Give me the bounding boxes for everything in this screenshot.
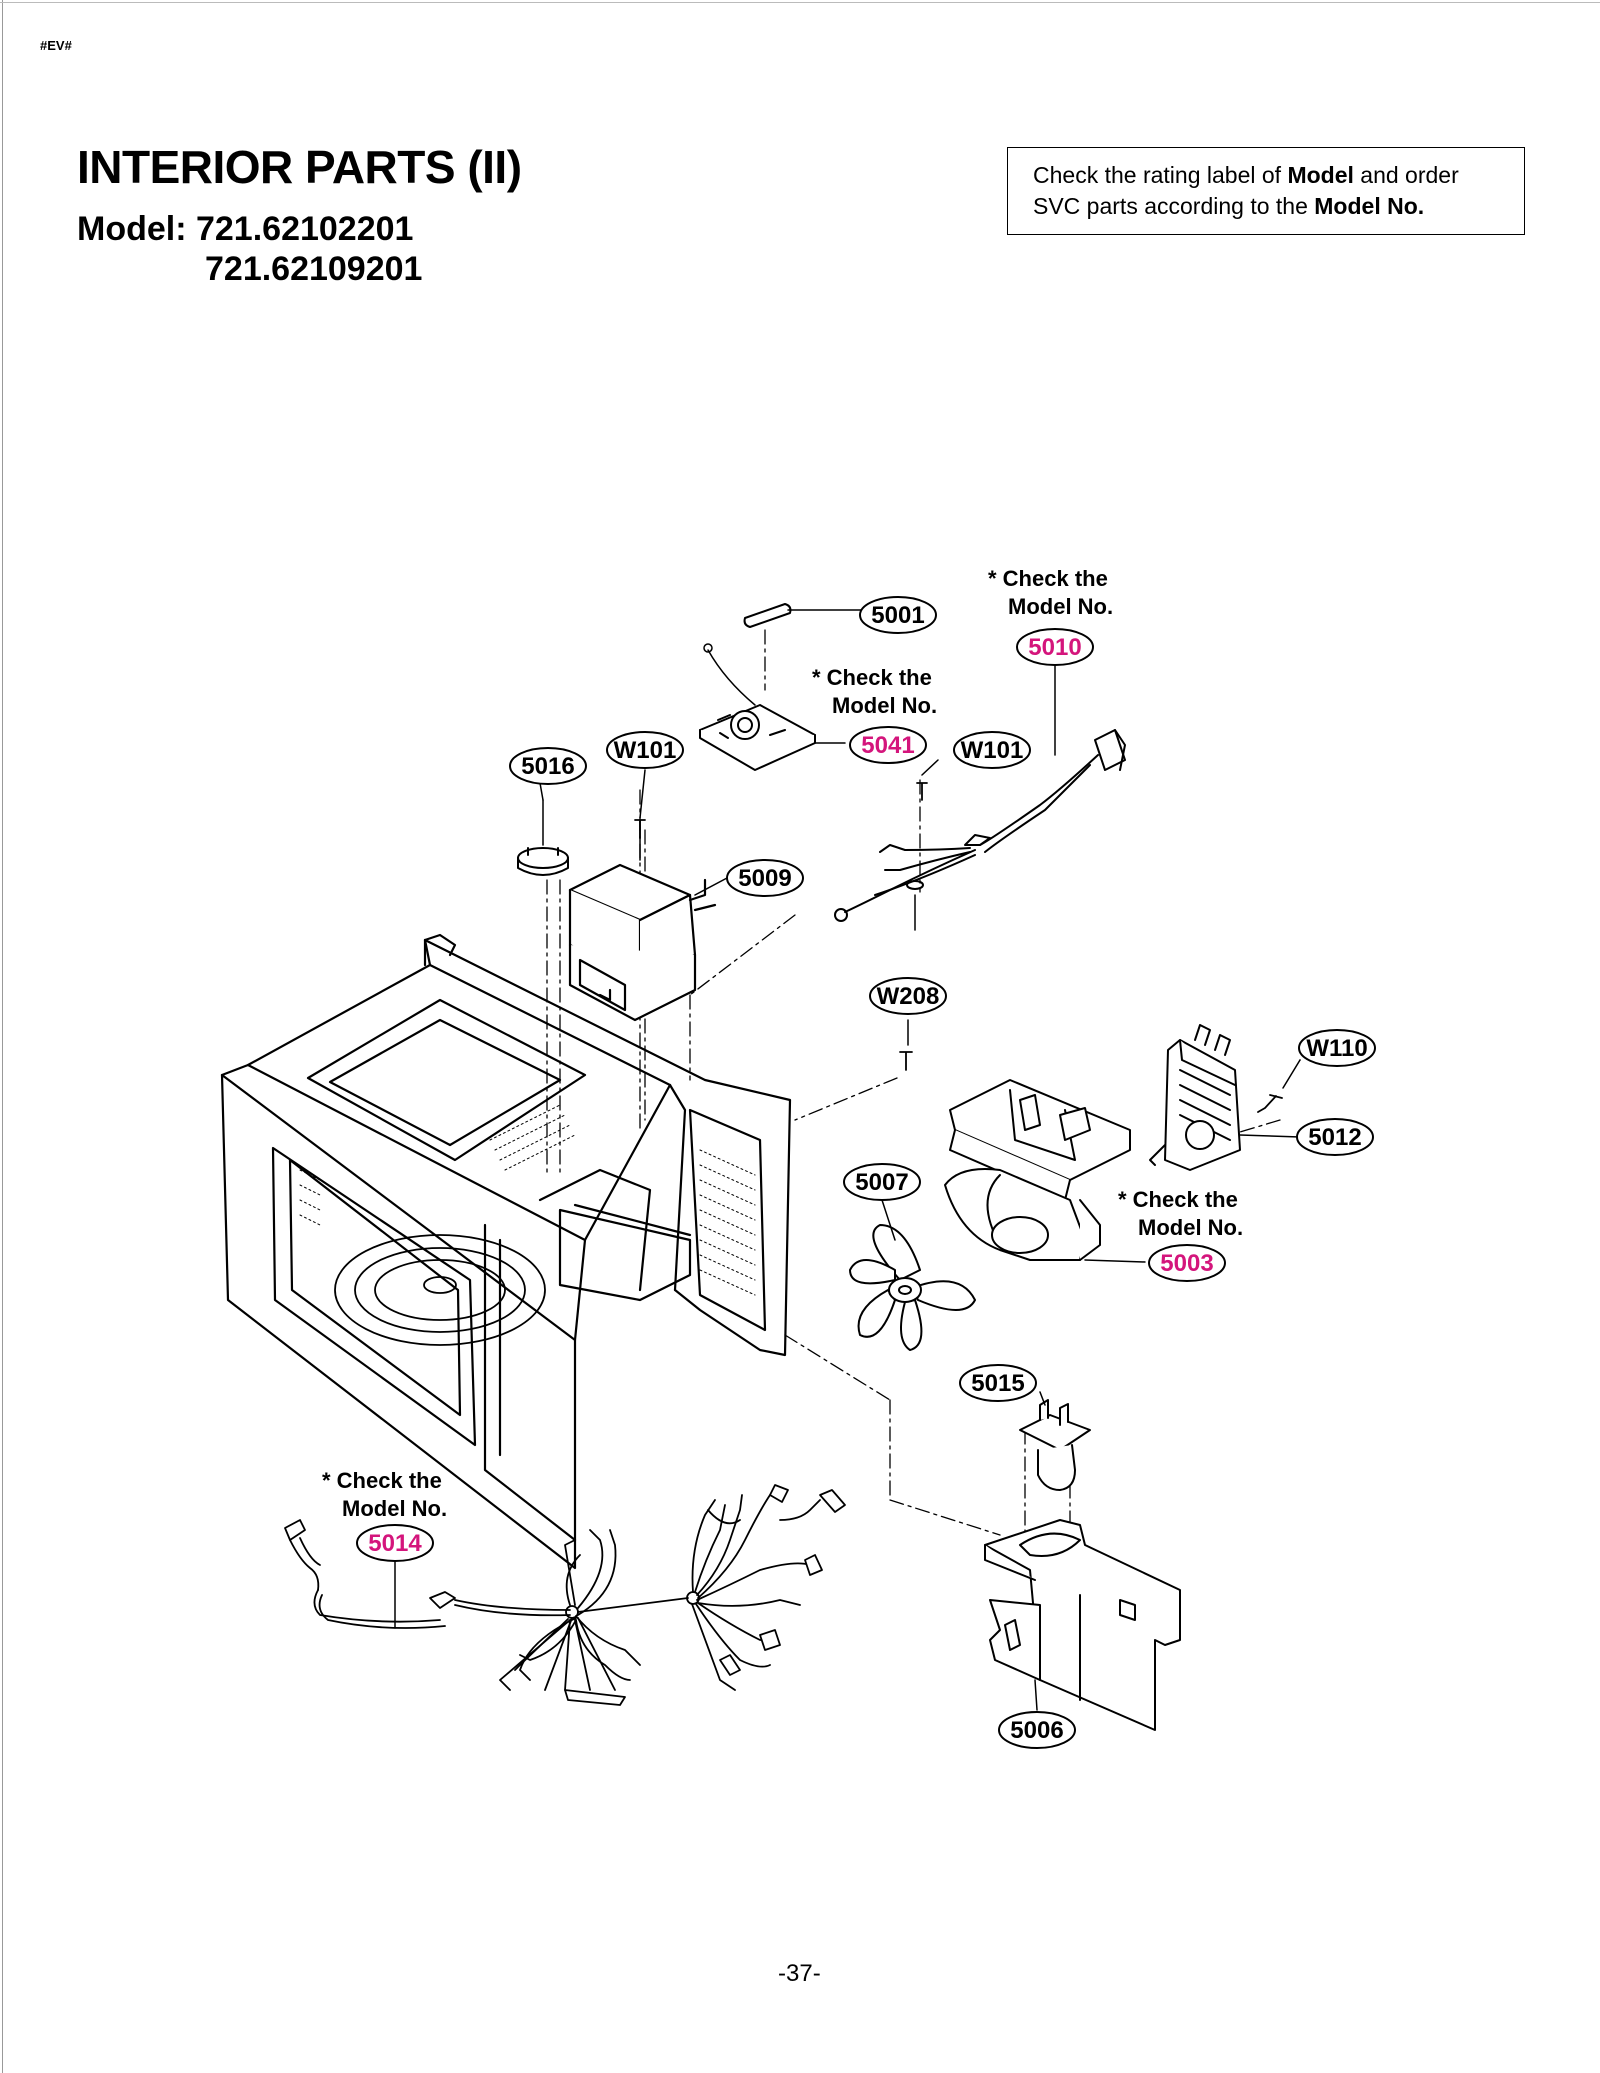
callout-labels: 5001 5010 5041 5016 W101 W101 5009 W208 … <box>368 602 1367 1744</box>
check-note-5014-line1: * Check the <box>322 1468 442 1493</box>
leader-lines <box>539 664 1301 1061</box>
check-note-5003-line2: Model No. <box>1138 1215 1243 1240</box>
note-bold-2: Model No. <box>1314 193 1425 219</box>
callout-5010: 5010 <box>1028 634 1081 661</box>
check-model-notes: * Check the Model No. * Check the Model … <box>322 566 1243 1521</box>
screw-w101-left <box>634 819 646 839</box>
callout-w101-right: W101 <box>961 737 1024 764</box>
callout-w110: W110 <box>1306 1035 1367 1062</box>
check-note-5010-line2: Model No. <box>1008 594 1113 619</box>
check-note-5003-line1: * Check the <box>1118 1187 1238 1212</box>
fan-duct-5003 <box>944 1079 1131 1261</box>
fuse-5001 <box>743 603 792 628</box>
callout-5007: 5007 <box>855 1169 908 1196</box>
lamp-bracket-5006 <box>984 1519 1181 1731</box>
callout-w101-left: W101 <box>614 737 677 764</box>
check-note-5041-line2: Model No. <box>832 693 937 718</box>
page-number: -37- <box>778 1960 821 1987</box>
check-note-5014-line2: Model No. <box>342 1496 447 1521</box>
callout-5001: 5001 <box>871 602 924 629</box>
callout-5041: 5041 <box>861 732 914 759</box>
model-number-1: Model: 721.62102201 <box>77 210 414 248</box>
page-border-top <box>0 2 1600 3</box>
wiring-harness-5014 <box>284 1484 846 1706</box>
callout-5012: 5012 <box>1308 1124 1361 1151</box>
screw-w101-right <box>916 782 928 801</box>
callout-5009: 5009 <box>738 865 791 892</box>
page-border-left <box>2 0 3 2073</box>
callout-5015: 5015 <box>971 1370 1024 1397</box>
vent-holes <box>299 1104 756 1296</box>
callout-5006: 5006 <box>1010 1717 1063 1744</box>
check-note-5041-line1: * Check the <box>812 665 932 690</box>
document-tag: #EV# <box>40 38 72 53</box>
page-title: INTERIOR PARTS (II) <box>77 141 522 193</box>
callout-ellipses <box>356 596 1376 1749</box>
callout-5016: 5016 <box>521 753 574 780</box>
note-text-2: and order <box>1353 162 1459 188</box>
check-note-5010-line1: * Check the <box>988 566 1108 591</box>
callout-w208: W208 <box>877 983 940 1010</box>
model-number-2: 721.62109201 <box>205 250 423 288</box>
cavity-assembly <box>220 933 792 1570</box>
note-text-1: Check the rating label of <box>1033 162 1288 188</box>
thermostat-5016 <box>517 847 569 876</box>
callout-5014: 5014 <box>368 1530 422 1557</box>
power-cord-5010 <box>834 729 1126 922</box>
turntable <box>334 1234 546 1346</box>
screw-w208 <box>899 1051 913 1071</box>
fan-blade-5007 <box>849 1224 976 1351</box>
screw-w110 <box>1257 1094 1283 1113</box>
fan-motor-5012 <box>1149 1024 1241 1171</box>
note-text-3: SVC parts according to the <box>1033 193 1315 219</box>
lamp-5015 <box>1019 1399 1091 1491</box>
transformer-5009 <box>568 863 717 1022</box>
callout-5003: 5003 <box>1160 1250 1213 1277</box>
rating-label-note: Check the rating label of Model and orde… <box>1007 147 1525 235</box>
noise-filter-5041 <box>699 704 816 771</box>
note-bold-1: Model <box>1287 162 1354 188</box>
